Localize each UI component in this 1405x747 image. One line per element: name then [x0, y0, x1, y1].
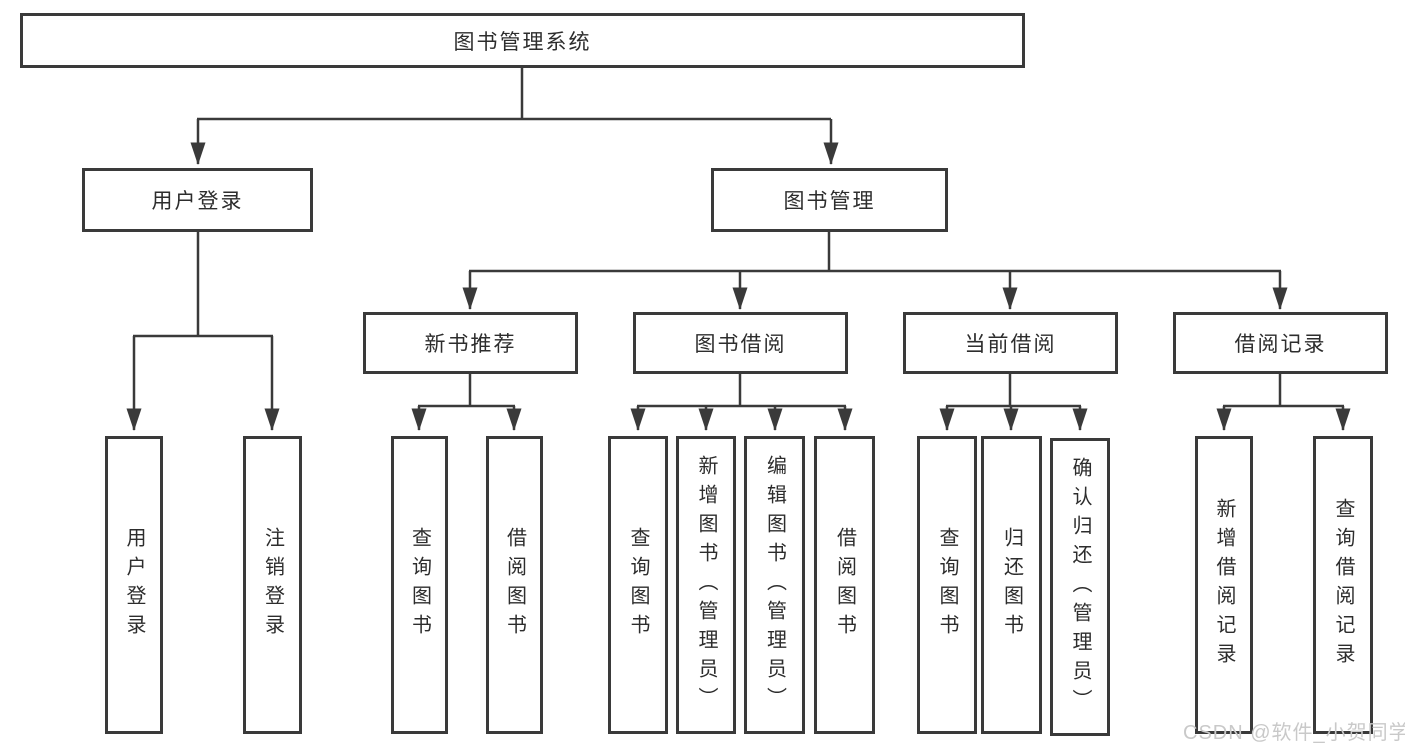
leaf-add-book-admin: 新增图书（管理员） [676, 436, 736, 734]
leaf-logout: 注销登录 [243, 436, 302, 734]
node-label: 用户登录 [151, 190, 244, 213]
node-label: 借阅图书 [503, 527, 526, 643]
leaf-query-books-recommend: 查询图书 [391, 436, 448, 734]
node-book-borrow: 图书借阅 [633, 312, 848, 374]
leaf-edit-book-admin: 编辑图书（管理员） [744, 436, 805, 734]
leaf-query-books-current: 查询图书 [917, 436, 977, 734]
leaf-query-borrow-record: 查询借阅记录 [1313, 436, 1373, 734]
node-current-borrow: 当前借阅 [903, 312, 1118, 374]
node-label: 新书推荐 [424, 333, 517, 356]
node-label: 借阅图书 [833, 527, 856, 643]
leaf-add-borrow-record: 新增借阅记录 [1195, 436, 1253, 734]
leaf-query-books-borrow: 查询图书 [608, 436, 668, 734]
node-label: 新增图书（管理员） [695, 454, 717, 716]
node-label: 借阅记录 [1234, 333, 1327, 356]
leaf-borrow-books-recommend: 借阅图书 [486, 436, 543, 734]
node-label: 新增借阅记录 [1213, 498, 1235, 672]
node-label: 查询借阅记录 [1332, 498, 1354, 672]
node-label: 归还图书 [1000, 527, 1023, 643]
node-label: 查询图书 [936, 527, 958, 643]
leaf-user-login: 用户登录 [105, 436, 163, 734]
leaf-return-book: 归还图书 [981, 436, 1042, 734]
node-book-management: 图书管理 [711, 168, 948, 232]
csdn-watermark: CSDN @软件_小贺同学 [1183, 722, 1405, 744]
node-user-login: 用户登录 [82, 168, 313, 232]
node-library-management-system: 图书管理系统 [20, 13, 1025, 68]
node-label: 图书借阅 [694, 333, 787, 356]
node-label: 确认归还（管理员） [1069, 456, 1091, 718]
node-label: 查询图书 [627, 527, 649, 643]
leaf-confirm-return-admin: 确认归还（管理员） [1050, 438, 1110, 736]
node-label: 查询图书 [408, 527, 431, 643]
node-label: 当前借阅 [964, 333, 1057, 356]
node-label: 图书管理系统 [453, 30, 592, 54]
node-borrow-records: 借阅记录 [1173, 312, 1388, 374]
leaf-borrow-books: 借阅图书 [814, 436, 875, 734]
node-label: 图书管理 [783, 190, 876, 213]
node-label: 编辑图书（管理员） [763, 454, 786, 716]
node-label: 注销登录 [261, 527, 284, 643]
node-new-book-recommend: 新书推荐 [363, 312, 578, 374]
node-label: 用户登录 [123, 527, 145, 643]
